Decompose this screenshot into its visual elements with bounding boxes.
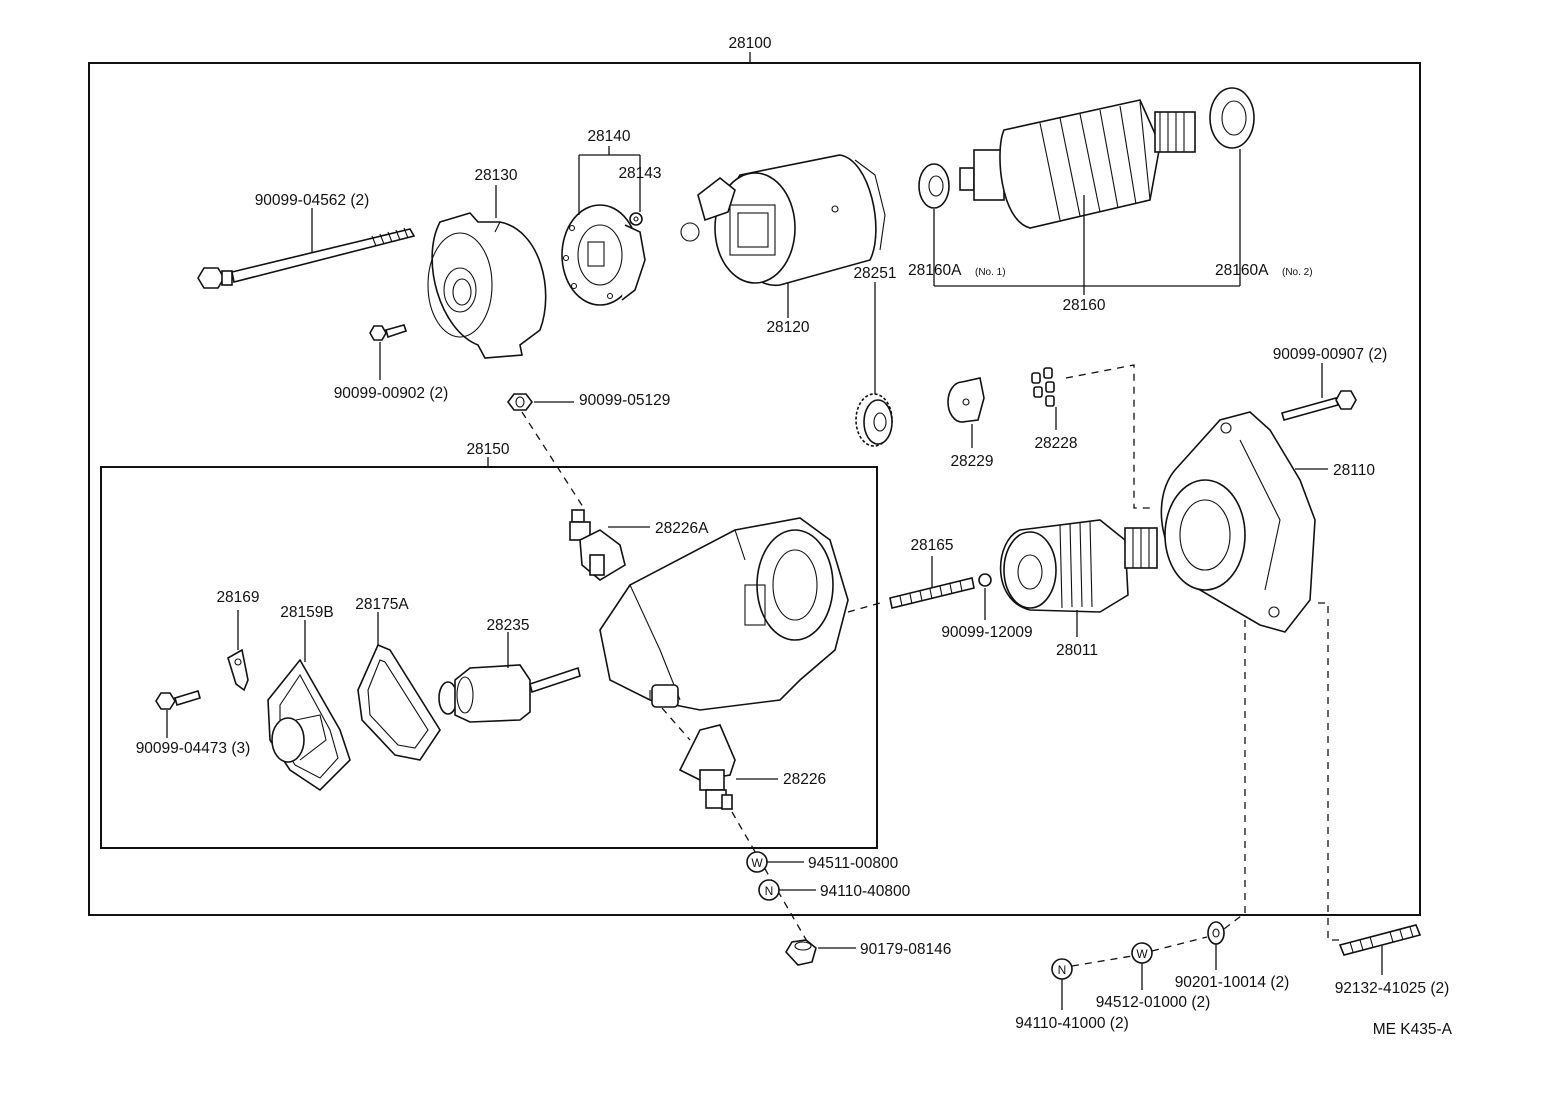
label-cap-nut: 90179-08146 — [860, 941, 951, 958]
label-washer-spring: 94511-00800 — [808, 855, 899, 872]
armature-drawing — [959, 99, 1196, 229]
label-washer-spring-10: 94512-01000 (2) — [1096, 994, 1211, 1011]
label-gasket: 28175A — [355, 596, 409, 613]
cap-nut-drawing — [785, 939, 817, 966]
spring-washer-10-icon: W — [1131, 942, 1153, 964]
screw-cover-drawing — [155, 689, 201, 710]
brush-spring-drawing — [629, 212, 643, 226]
label-bearing-1-note: (No. 1) — [975, 267, 1006, 278]
subassembly-number: 28150 — [466, 441, 509, 458]
plunger-drawing — [438, 664, 581, 723]
label-bearing-2-note: (No. 2) — [1282, 267, 1313, 278]
label-terminal-kit: 28226 — [783, 771, 826, 788]
label-housing: 28110 — [1333, 462, 1375, 479]
spring-washer-icon: W — [746, 851, 768, 873]
clutch-drawing — [999, 519, 1158, 613]
subassembly-frame — [100, 466, 878, 849]
nut-8-symbol: N — [765, 884, 774, 898]
terminal-kit-drawing — [678, 724, 736, 810]
nut-10-icon: N — [1051, 958, 1073, 980]
terminal-kit-a-drawing — [569, 509, 626, 581]
label-housing-bolt: 90099-00907 (2) — [1273, 346, 1388, 363]
stud-drawing — [1338, 924, 1422, 956]
nut-10-symbol: N — [1058, 963, 1067, 977]
brush-holder-drawing — [561, 204, 646, 306]
label-spring: 28165 — [910, 537, 953, 554]
label-cover: 28159B — [280, 604, 333, 621]
label-nut-10: 94110-41000 (2) — [1015, 1015, 1128, 1032]
label-plunger: 28235 — [486, 617, 529, 634]
ball-drawing — [978, 573, 992, 587]
label-armature: 28160 — [1062, 297, 1105, 314]
gasket-drawing — [357, 643, 441, 761]
end-cover-drawing — [427, 212, 547, 359]
switch-housing-drawing — [599, 517, 849, 711]
label-clip: 28169 — [216, 589, 259, 606]
label-idler-gear: 28251 — [853, 265, 896, 282]
bearing-2-drawing — [1209, 87, 1255, 149]
label-brush-holder: 28140 — [587, 128, 630, 145]
label-stud: 92132-41025 (2) — [1335, 980, 1450, 997]
through-bolt-drawing — [197, 227, 416, 289]
label-bearing-1: 28160A — [908, 262, 962, 279]
assembly-frame — [88, 62, 1421, 916]
assembly-number: 28100 — [728, 35, 771, 52]
label-screw-cover: 90099-04473 (3) — [136, 740, 251, 757]
label-yoke: 28120 — [766, 319, 809, 336]
label-rollers: 28228 — [1034, 435, 1077, 452]
label-terminal-kit-a: 28226A — [655, 520, 709, 537]
spring-washer-10-symbol: W — [1136, 947, 1148, 961]
housing-drawing — [1160, 411, 1316, 633]
bearing-1-drawing — [918, 163, 950, 209]
yoke-drawing — [680, 154, 886, 286]
retainer-drawing — [947, 377, 985, 423]
label-retainer: 28229 — [950, 453, 993, 470]
label-brush-spring: 28143 — [618, 165, 661, 182]
label-end-cover: 28130 — [474, 167, 517, 184]
clip-drawing — [227, 648, 249, 692]
reference-code: ME K435-A — [1373, 1021, 1453, 1038]
label-bearing-2: 28160A — [1215, 262, 1269, 279]
label-clutch: 28011 — [1056, 642, 1098, 659]
label-ball: 90099-12009 — [941, 624, 1032, 641]
rollers-drawing — [1031, 367, 1055, 407]
nut-8-icon: N — [758, 879, 780, 901]
label-washer-plate: 90201-10014 (2) — [1175, 974, 1290, 991]
label-screw-small: 90099-00902 (2) — [334, 385, 449, 402]
label-nut-8: 94110-40800 — [820, 883, 911, 900]
plate-washer-drawing — [1207, 921, 1225, 945]
terminal-nut-drawing — [507, 393, 533, 411]
label-bolt-long: 90099-04562 (2) — [255, 192, 370, 209]
cover-drawing — [267, 658, 351, 792]
spring-washer-symbol: W — [751, 856, 763, 870]
label-terminal-nut: 90099-05129 — [579, 392, 670, 409]
idler-gear-drawing — [855, 393, 893, 447]
spring-drawing — [889, 577, 975, 609]
screw-small-drawing — [369, 324, 408, 341]
housing-bolt-drawing — [1281, 390, 1357, 421]
